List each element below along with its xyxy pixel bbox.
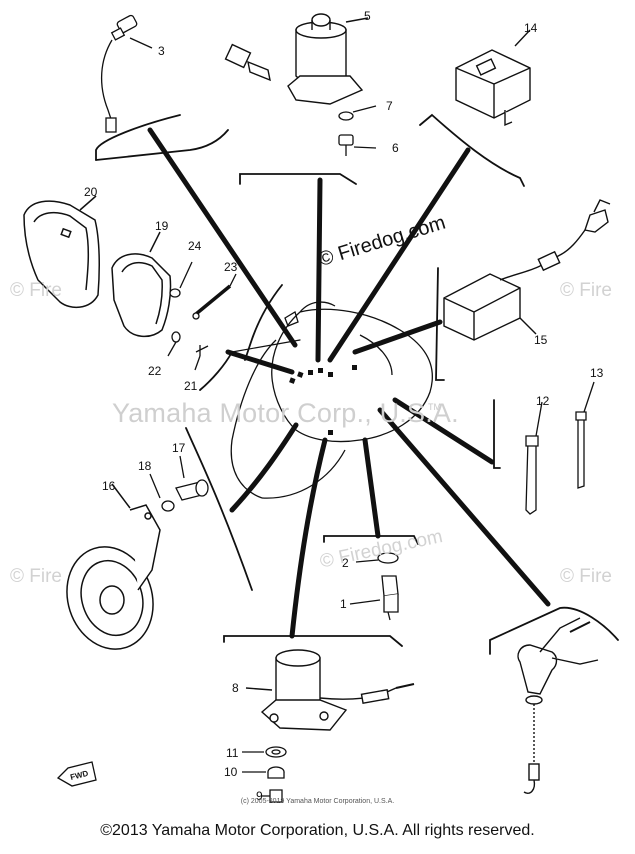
callout-17: 17: [172, 441, 186, 455]
copyright-footer: ©2013 Yamaha Motor Corporation, U.S.A. A…: [100, 822, 535, 839]
connector-dots: [289, 365, 357, 435]
callout-numbers: 3 5 7 6 14 20 19 24 23 22 21 15 12 13 17…: [84, 9, 604, 803]
part-screws-6-7: [338, 105, 377, 156]
part-sensor-lead: [100, 14, 153, 133]
fwd-arrow: FWD: [56, 761, 97, 787]
callout-18: 18: [138, 459, 152, 473]
part-switch-1-2: [349, 552, 399, 621]
tm-mark: TM: [428, 402, 441, 412]
fwd-label: FWD: [69, 769, 89, 782]
callout-16: 16: [102, 479, 116, 493]
part-plug-cap: [517, 617, 599, 794]
part-lens-19: [111, 231, 172, 338]
part-switch-8: [245, 649, 415, 731]
callout-12: 12: [536, 394, 550, 408]
callout-20: 20: [84, 185, 98, 199]
callout-11: 11: [226, 746, 239, 760]
callout-21: 21: [184, 379, 198, 393]
part-horn-16: [66, 483, 161, 650]
part-flasher-15: [443, 199, 611, 341]
callout-9: 9: [256, 789, 263, 803]
callout-15: 15: [534, 333, 548, 347]
frame-outline: [230, 301, 434, 499]
callout-22: 22: [148, 364, 162, 378]
callout-5: 5: [364, 9, 371, 23]
leader-lines: [147, 127, 551, 639]
callout-23: 23: [224, 260, 238, 274]
callout-24: 24: [188, 239, 202, 253]
part-bolt-17-18: [149, 455, 209, 512]
callout-3: 3: [158, 44, 165, 58]
callout-19: 19: [155, 219, 169, 233]
part-nuts-9-11: [242, 746, 287, 803]
callout-10: 10: [224, 765, 238, 779]
part-main-switch: [224, 13, 369, 105]
part-lens-20: [23, 195, 100, 309]
callout-6: 6: [392, 141, 399, 155]
image-credit: (c) 2005-2019 Yamaha Motor Corporation, …: [240, 798, 395, 805]
callout-2: 2: [342, 556, 349, 570]
part-straps-12-13: [525, 381, 595, 515]
part-relay: [455, 29, 531, 127]
callout-1: 1: [340, 597, 347, 611]
callout-7: 7: [386, 99, 393, 113]
part-hardware-21-24: [167, 261, 237, 371]
callout-14: 14: [524, 21, 538, 35]
group-brackets: [95, 113, 619, 655]
callout-8: 8: [232, 681, 239, 695]
callout-13: 13: [590, 366, 604, 380]
